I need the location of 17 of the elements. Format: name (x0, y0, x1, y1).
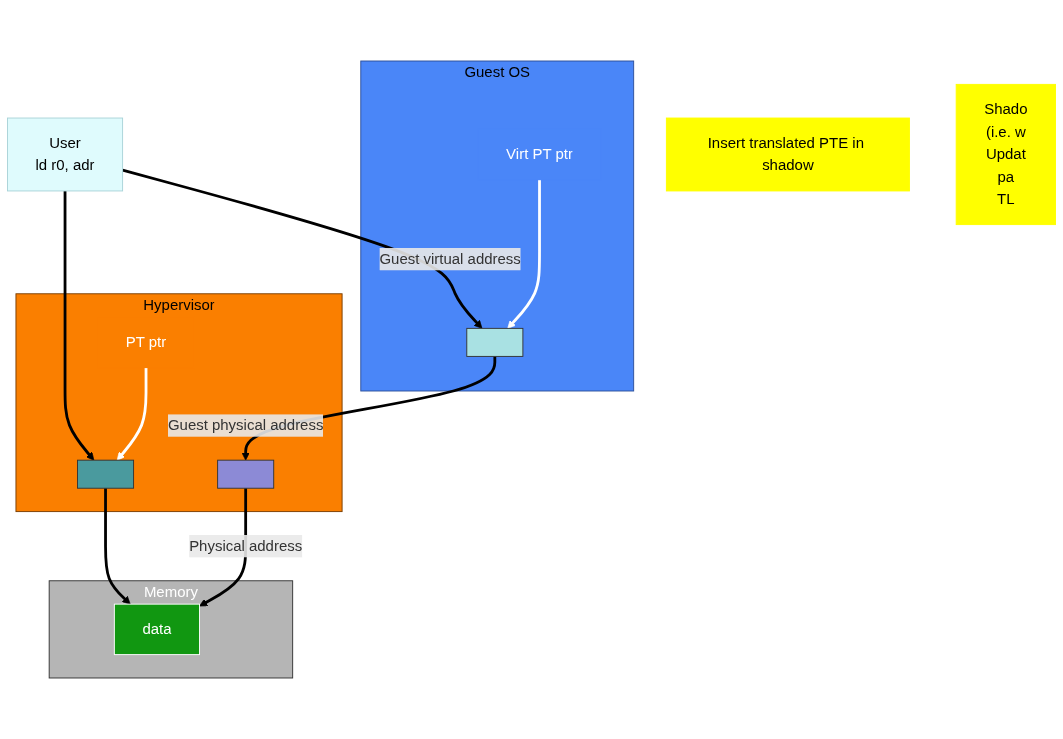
edge-label: Physical address (189, 537, 303, 554)
edge-label: Guest physical address (167, 417, 324, 434)
node-box: User ld r0, adr (7, 117, 124, 192)
arrow (122, 168, 483, 329)
arrow (507, 179, 541, 329)
node-box: data (113, 603, 200, 656)
node-box: Shado (i.e. w Updat pa TL (955, 83, 1056, 226)
edge-label: Guest virtual address (379, 250, 521, 267)
arrow (63, 190, 95, 461)
node-box (77, 459, 135, 489)
node-text: PT ptr (125, 333, 167, 350)
node-box (466, 327, 524, 357)
arrow (116, 367, 148, 461)
node-box: Insert translated PTE in shadow (665, 117, 910, 192)
arrow (104, 488, 131, 605)
node-text: Virt PT ptr (506, 146, 573, 162)
node-box (217, 459, 275, 489)
